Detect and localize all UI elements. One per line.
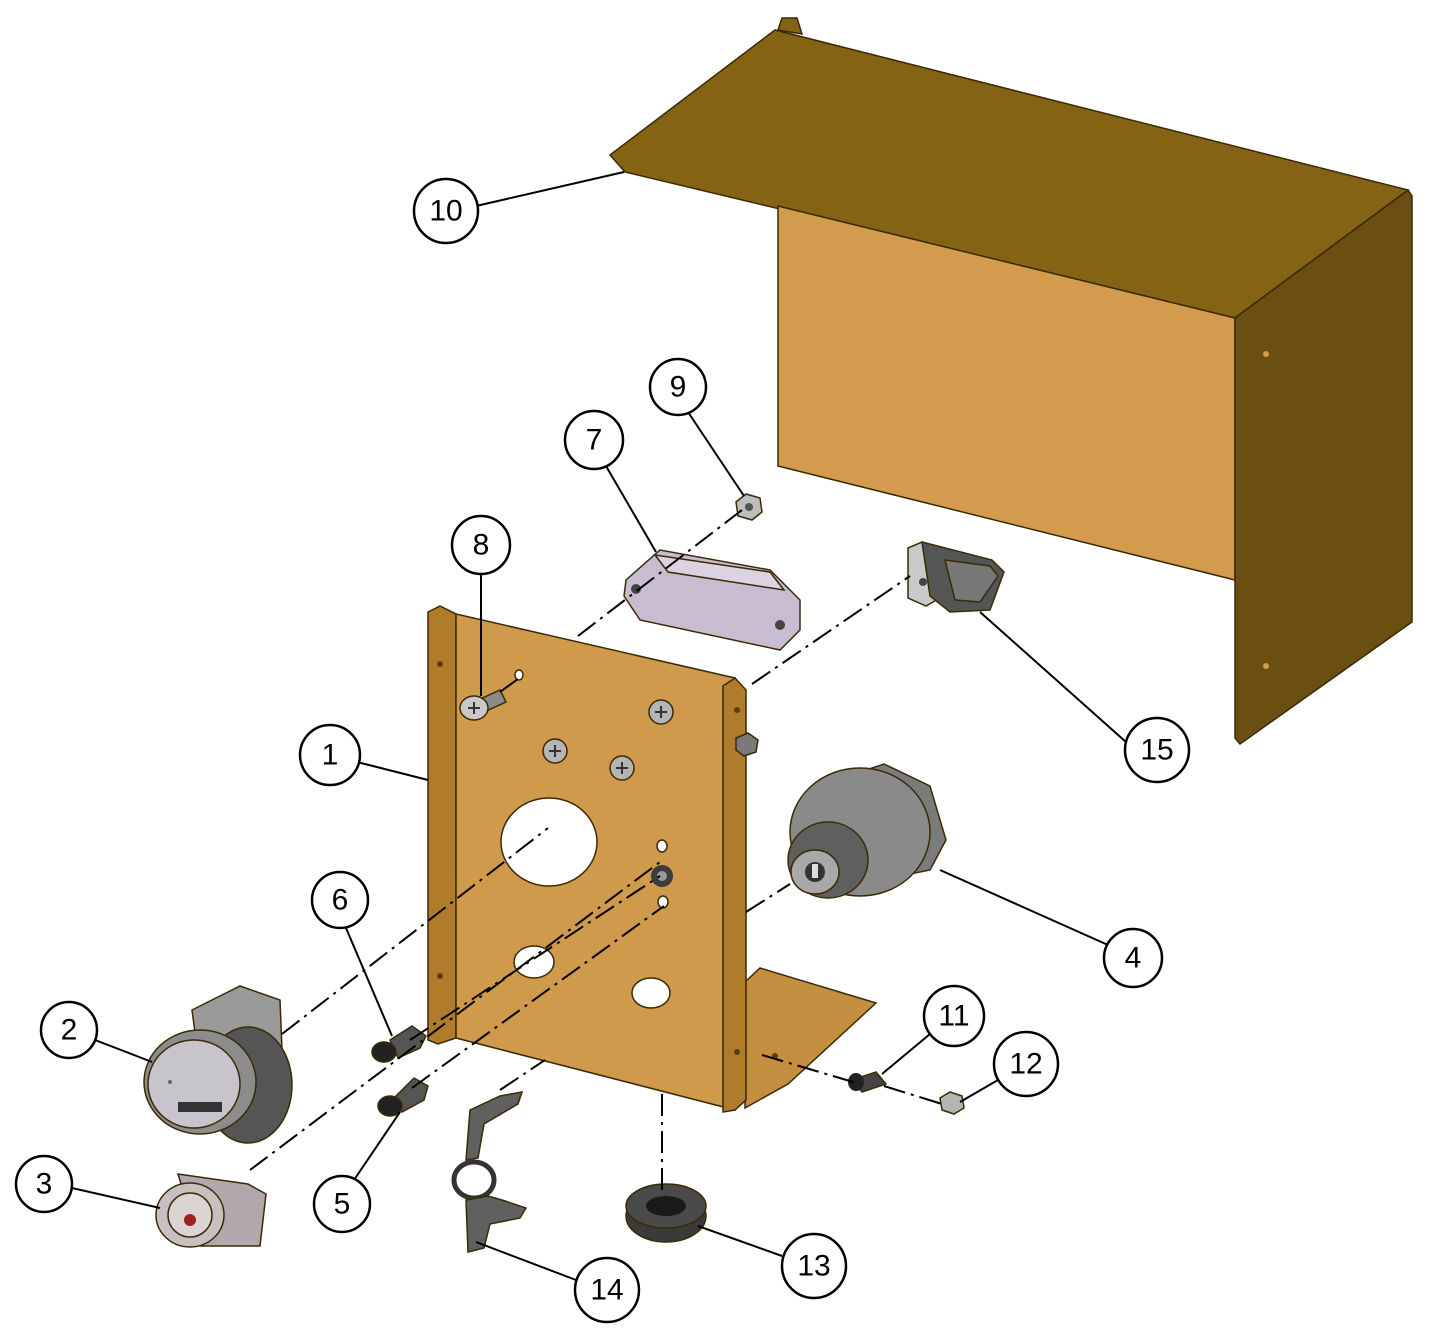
leader-line-3 bbox=[71, 1187, 161, 1209]
assembly-line bbox=[883, 1085, 943, 1105]
leader-line-9 bbox=[687, 411, 745, 497]
flange-nut bbox=[735, 732, 759, 757]
assembly-line bbox=[751, 575, 911, 685]
bolt bbox=[848, 1071, 888, 1093]
assembly-lines bbox=[249, 509, 943, 1190]
callout-label: 8 bbox=[473, 529, 490, 562]
callout-5: 5 bbox=[312, 1174, 372, 1234]
hex-nut bbox=[939, 1091, 965, 1115]
callout-1: 1 bbox=[298, 723, 362, 787]
leader-line-1 bbox=[356, 761, 429, 781]
grommet bbox=[625, 1183, 707, 1243]
bracket-right-flange bbox=[722, 677, 747, 1113]
flange-hole bbox=[734, 707, 740, 713]
callout-12: 12 bbox=[992, 1030, 1060, 1098]
callout-label: 5 bbox=[334, 1188, 351, 1221]
assembly-line bbox=[281, 827, 549, 1035]
callout-4: 4 bbox=[1102, 927, 1164, 989]
nut bbox=[735, 493, 763, 521]
leader-line-11 bbox=[881, 1033, 931, 1075]
cover bbox=[608, 17, 1413, 746]
callout-label: 9 bbox=[670, 371, 687, 404]
pin-hole bbox=[514, 669, 524, 681]
leader-line-14 bbox=[475, 1241, 577, 1281]
small-hole bbox=[631, 977, 671, 1009]
callout-11: 11 bbox=[922, 984, 986, 1048]
connector-upper bbox=[371, 1025, 427, 1063]
callout-label: 1 bbox=[322, 739, 339, 772]
leader-line-4 bbox=[939, 869, 1109, 946]
callout-label: 7 bbox=[586, 424, 603, 457]
leader-line-7 bbox=[605, 465, 657, 553]
key-switch bbox=[787, 763, 947, 899]
flange-hole bbox=[437, 973, 443, 979]
leader-line-2 bbox=[94, 1039, 153, 1063]
assembly-line bbox=[577, 509, 743, 637]
keys bbox=[451, 1091, 528, 1253]
assembly-line bbox=[499, 1059, 546, 1091]
callout-13: 13 bbox=[780, 1232, 848, 1300]
callout-label: 2 bbox=[61, 1014, 78, 1047]
callout-label: 11 bbox=[938, 1000, 969, 1033]
assembly-line bbox=[409, 875, 661, 1041]
screw-head bbox=[648, 699, 674, 725]
assembly-line bbox=[499, 675, 523, 693]
callout-label: 3 bbox=[36, 1168, 53, 1201]
callout-8: 8 bbox=[450, 514, 512, 576]
relay bbox=[907, 540, 1005, 613]
callout-label: 6 bbox=[332, 884, 349, 917]
callout-label: 15 bbox=[1140, 734, 1173, 767]
callout-14: 14 bbox=[573, 1256, 641, 1324]
callout-2: 2 bbox=[39, 1000, 99, 1060]
screw-head bbox=[542, 738, 568, 764]
terminal-block bbox=[623, 549, 801, 651]
indicator-light bbox=[155, 1173, 267, 1248]
cover-hole bbox=[1263, 351, 1269, 357]
connector-lower bbox=[377, 1077, 429, 1117]
callout-6: 6 bbox=[310, 870, 370, 930]
callout-3: 3 bbox=[14, 1154, 74, 1214]
assembly-line bbox=[761, 1054, 861, 1085]
callout-label: 10 bbox=[429, 195, 462, 228]
assembly-line bbox=[745, 883, 791, 913]
callout-9: 9 bbox=[648, 357, 708, 417]
flange-hole bbox=[734, 1049, 740, 1055]
callout-label: 14 bbox=[590, 1274, 623, 1307]
screw-head bbox=[609, 755, 635, 781]
cover-hole bbox=[1263, 663, 1269, 669]
callout-10: 10 bbox=[412, 177, 480, 245]
mounting-bracket bbox=[427, 605, 878, 1113]
leader-line-10 bbox=[475, 171, 625, 207]
leader-line-13 bbox=[697, 1225, 783, 1257]
callout-label: 4 bbox=[1125, 942, 1142, 975]
cover-tab bbox=[777, 17, 804, 35]
hour-meter bbox=[143, 985, 293, 1144]
pin-hole bbox=[657, 895, 669, 909]
cover-side-panel bbox=[1234, 188, 1413, 746]
flange-hole bbox=[437, 661, 443, 667]
leader-line-6 bbox=[345, 927, 393, 1037]
plate-nut bbox=[651, 865, 673, 887]
callout-label: 13 bbox=[797, 1250, 830, 1283]
leader-line-5 bbox=[353, 1111, 401, 1181]
leader-line-15 bbox=[979, 611, 1127, 743]
assembly-line bbox=[249, 861, 661, 1171]
callout-label: 12 bbox=[1009, 1048, 1042, 1081]
callout-7: 7 bbox=[563, 409, 625, 471]
leader-line-12 bbox=[959, 1079, 999, 1103]
large-hole bbox=[500, 797, 598, 887]
pin-hole bbox=[656, 839, 668, 853]
bracket-main-plate bbox=[455, 613, 736, 1111]
screw bbox=[459, 689, 508, 721]
assembly-line bbox=[411, 905, 665, 1089]
small-hole bbox=[513, 945, 555, 979]
bracket-left-flange bbox=[427, 605, 457, 1045]
callout-15: 15 bbox=[1123, 716, 1191, 784]
leader-lines bbox=[71, 171, 1127, 1281]
